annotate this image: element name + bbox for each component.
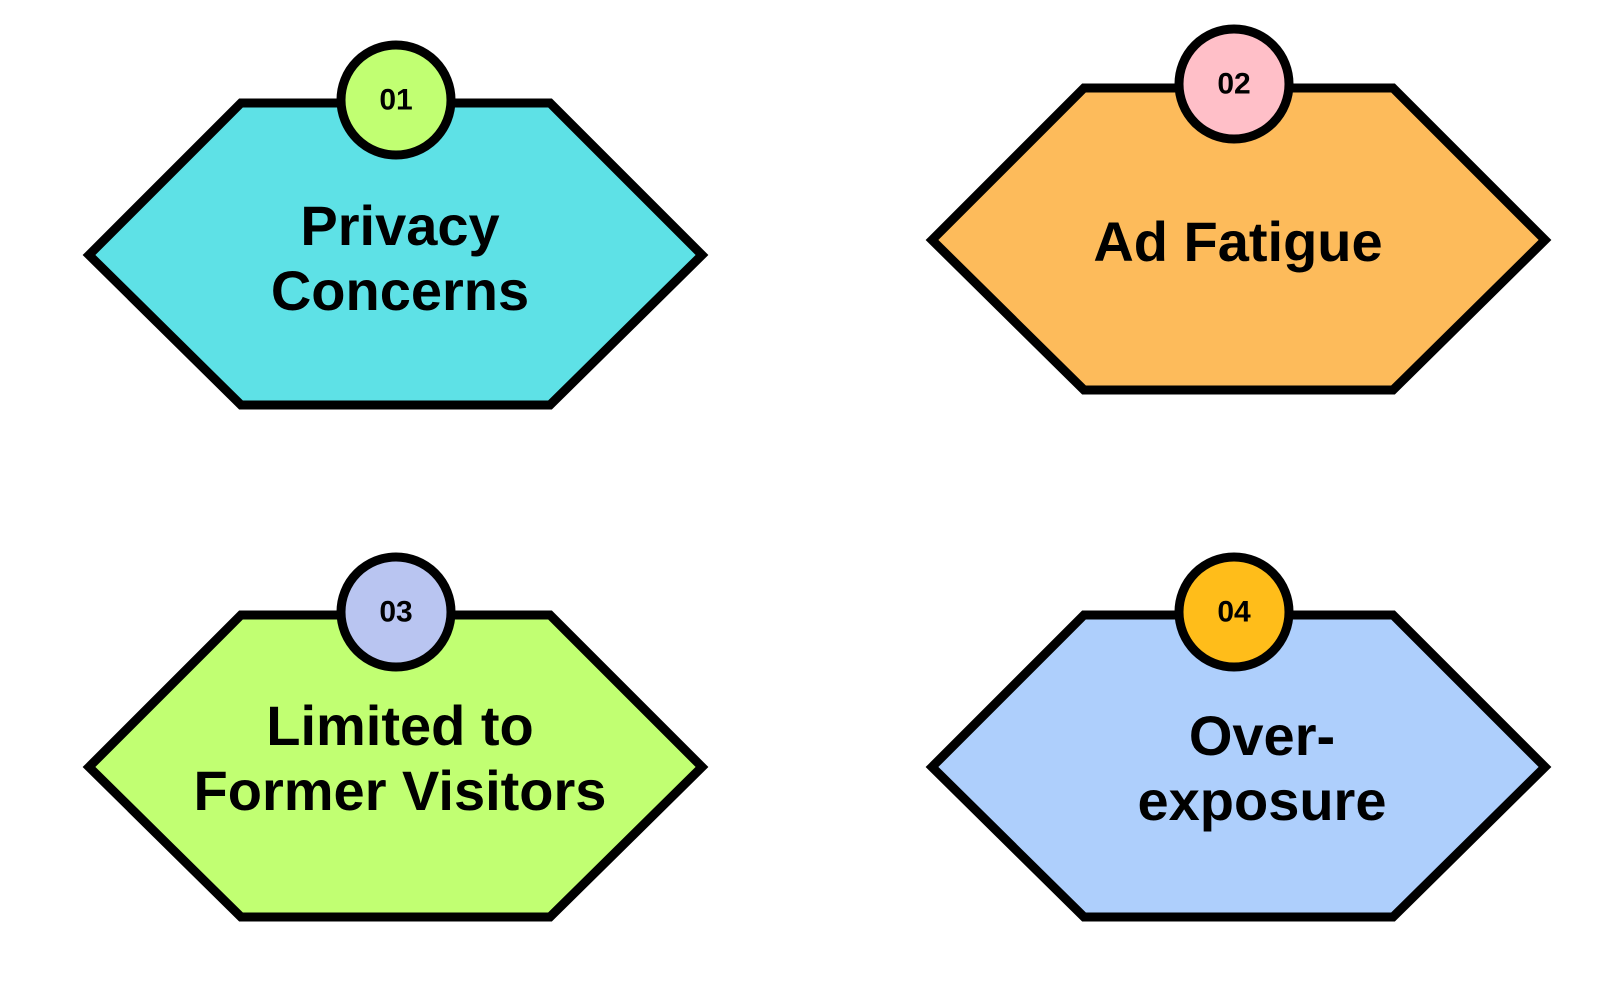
number-badge-04-label: 04 [1217, 596, 1251, 629]
hexagon-label-01-line-1: Privacy [300, 194, 499, 257]
hexagon-label-04-line-1: Over- [1189, 704, 1335, 767]
number-badge-01-label: 01 [379, 84, 412, 117]
hexagon-label-01-line-2: Concerns [271, 259, 529, 322]
number-badge-04 [1174, 552, 1294, 672]
hexagon-card-01: 01 Privacy Concerns [82, 40, 709, 410]
number-badge-02-label: 02 [1217, 68, 1250, 101]
number-badge-02 [1174, 24, 1294, 144]
hexagon-card-04: 04 Over- exposure [925, 552, 1552, 922]
hexagon-label-03-line-2: Former Visitors [194, 759, 607, 822]
hexagon-label-03-line-1: Limited to [266, 694, 534, 757]
hexagon-card-03: 03 Limited to Former Visitors [82, 552, 709, 922]
hexagon-label-04-line-2: exposure [1138, 769, 1387, 832]
hexagon-shape-02 [925, 83, 1552, 395]
hexagon-shape-01 [82, 98, 709, 410]
number-badge-03 [336, 552, 456, 672]
hexagon-card-02: 02 Ad Fatigue [925, 24, 1552, 395]
hexagon-shape-04 [925, 610, 1552, 922]
hexagon-label-02-line-1: Ad Fatigue [1093, 210, 1382, 273]
number-badge-01 [336, 40, 456, 160]
hexagon-shape-03 [82, 610, 709, 922]
number-badge-03-label: 03 [379, 596, 412, 629]
